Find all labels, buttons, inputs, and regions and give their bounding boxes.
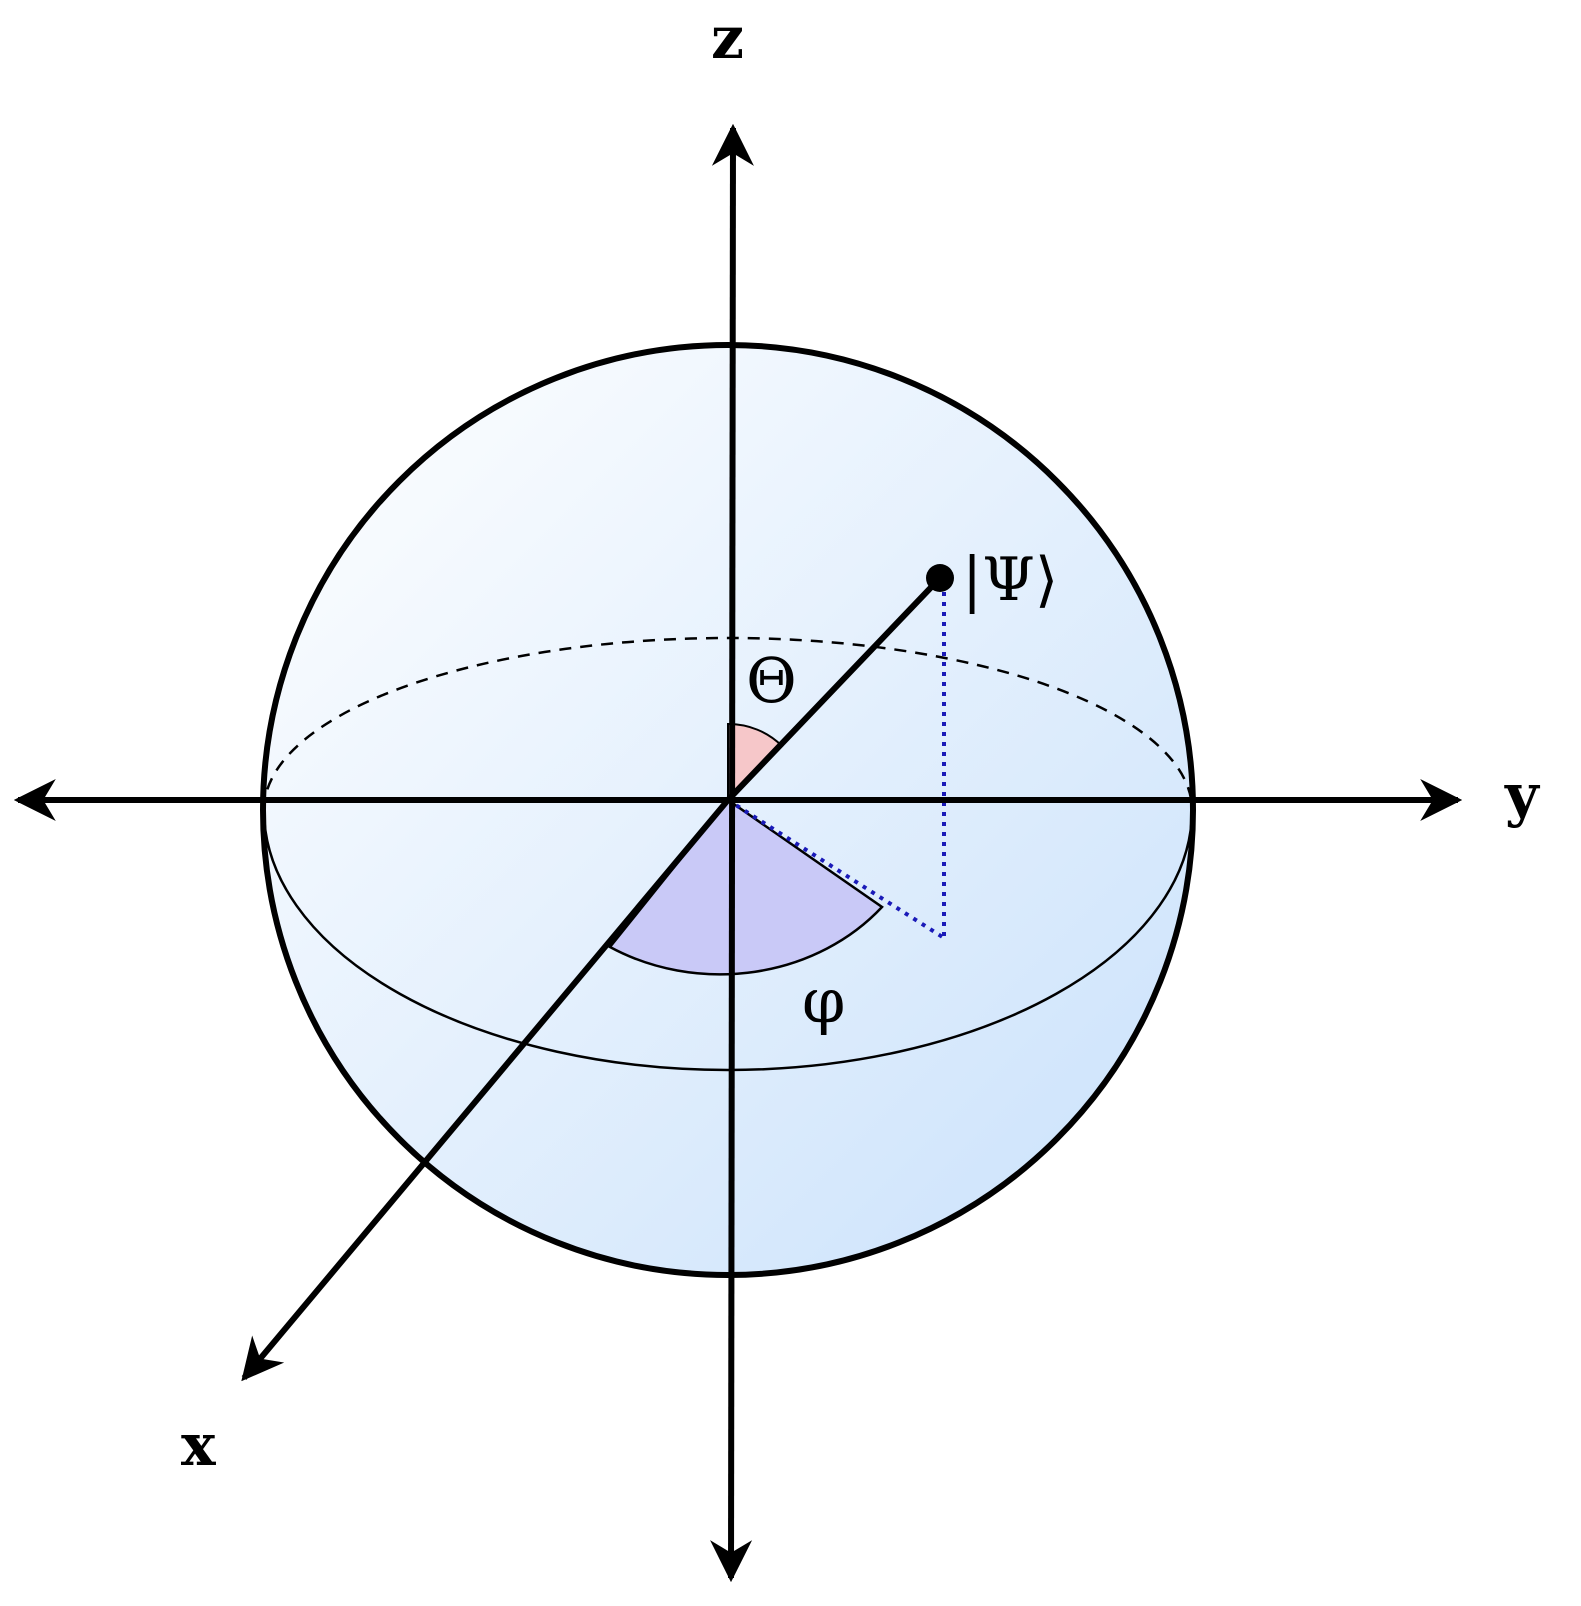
projection-horizontal-line — [726, 798, 946, 940]
y-axis-label: y — [1504, 761, 1541, 829]
theta-label: Θ — [746, 644, 797, 717]
z-axis — [710, 123, 754, 1583]
state-vector — [725, 575, 943, 803]
x-axis — [241, 798, 731, 1382]
state-point — [926, 564, 954, 592]
state-label: |Ψ⟩ — [962, 545, 1058, 615]
x-axis-label: x — [181, 1411, 216, 1479]
z-axis-label: z — [711, 4, 744, 72]
phi-label: φ — [802, 964, 845, 1037]
